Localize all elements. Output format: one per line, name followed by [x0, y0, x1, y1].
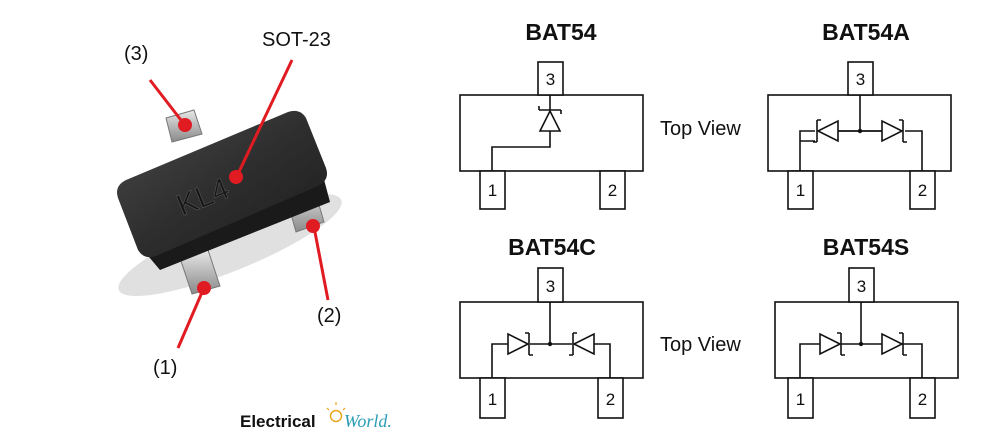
hooks-right-bat54c [569, 332, 577, 356]
callout-label-pin2: (2) [317, 305, 341, 327]
diode-right-bat54c [572, 332, 595, 356]
title-bat54: BAT54 [525, 19, 596, 45]
junction-bat54s [858, 341, 864, 347]
callout-line-1 [176, 289, 205, 349]
pin3-bat54: 3 [546, 70, 555, 89]
diode-left-bat54s [819, 332, 842, 356]
callout-dot-1 [197, 281, 211, 295]
package-body-top [117, 110, 327, 258]
brand-part1: Electrical [240, 412, 316, 431]
callouts [148, 59, 330, 349]
schematic-bat54c: BAT54C 3 1 2 [459, 234, 644, 419]
hooks-right-bat54a [899, 119, 907, 143]
pin3-box-bat54 [537, 61, 564, 96]
callout-line-2 [312, 226, 330, 301]
brand-part2: World. [344, 411, 392, 431]
pin1-bat54a: 1 [796, 181, 805, 200]
pin2-box-bat54 [599, 170, 626, 210]
schottky-hooks-bat54 [538, 106, 562, 114]
top-view-label-1: Top View [660, 118, 741, 140]
pin3-box-bat54s [848, 267, 875, 303]
pin2-bat54: 2 [608, 181, 617, 200]
junction-bat54c [547, 341, 553, 347]
callout-line-3 [148, 79, 186, 125]
callout-label-pin1: (1) [153, 357, 177, 379]
bulb-icon [326, 402, 346, 423]
pin3-bat54a: 3 [856, 70, 865, 89]
diode-left-bat54a [816, 119, 839, 143]
hooks-left-bat54s [837, 332, 845, 356]
callout-dot-3 [178, 118, 192, 132]
pin3-bat54c: 3 [546, 277, 555, 296]
pkg-outline-bat54s [774, 301, 959, 379]
package-marking: KL4 [172, 172, 234, 223]
title-bat54c: BAT54C [508, 234, 596, 260]
pin1-box-bat54c [479, 377, 506, 419]
pin1-bat54s: 1 [796, 390, 805, 409]
hooks-left-bat54a [813, 119, 821, 143]
schematic-bat54: BAT54 3 1 2 [459, 19, 644, 210]
title-bat54a: BAT54A [822, 19, 910, 45]
wires-bat54c [491, 302, 611, 378]
pin2-bat54a: 2 [918, 181, 927, 200]
schematic-bat54s: BAT54S 3 1 2 [774, 234, 959, 419]
wire-bat54 [491, 95, 551, 171]
callout-label-pin3: (3) [124, 43, 148, 65]
callout-dot-sot23 [229, 170, 243, 184]
pin3-bat54s: 3 [857, 277, 866, 296]
diode-right-bat54a [881, 119, 904, 143]
pin2-box-bat54c [597, 377, 624, 419]
pin1-bat54: 1 [488, 181, 497, 200]
diode-bat54 [538, 109, 562, 132]
sot23-package-illustration: KL4 [117, 109, 342, 297]
pin1-bat54c: 1 [488, 390, 497, 409]
callout-dot-2 [306, 219, 320, 233]
callout-label-sot23: SOT-23 [262, 29, 331, 51]
schematic-bat54a: BAT54A 3 1 2 [767, 19, 952, 210]
pin3-box-bat54a [847, 61, 874, 96]
pin2-bat54c: 2 [606, 390, 615, 409]
pin2-bat54s: 2 [918, 390, 927, 409]
diode-left-bat54c [507, 332, 530, 356]
wires-bat54a [799, 95, 923, 171]
pin2-box-bat54s [909, 377, 936, 419]
title-bat54s: BAT54S [823, 234, 910, 260]
pkg-outline-bat54c [459, 301, 644, 379]
brand-logo: Electrical World. [240, 402, 392, 431]
top-view-label-2: Top View [660, 334, 741, 356]
hooks-right-bat54s [899, 332, 907, 356]
callout-line-sot23 [235, 59, 294, 177]
diode-right-bat54s [881, 332, 904, 356]
pin3-box-bat54c [537, 267, 564, 303]
pkg-outline-bat54 [459, 94, 644, 172]
wires-bat54s [799, 302, 923, 378]
hooks-left-bat54c [525, 332, 533, 356]
